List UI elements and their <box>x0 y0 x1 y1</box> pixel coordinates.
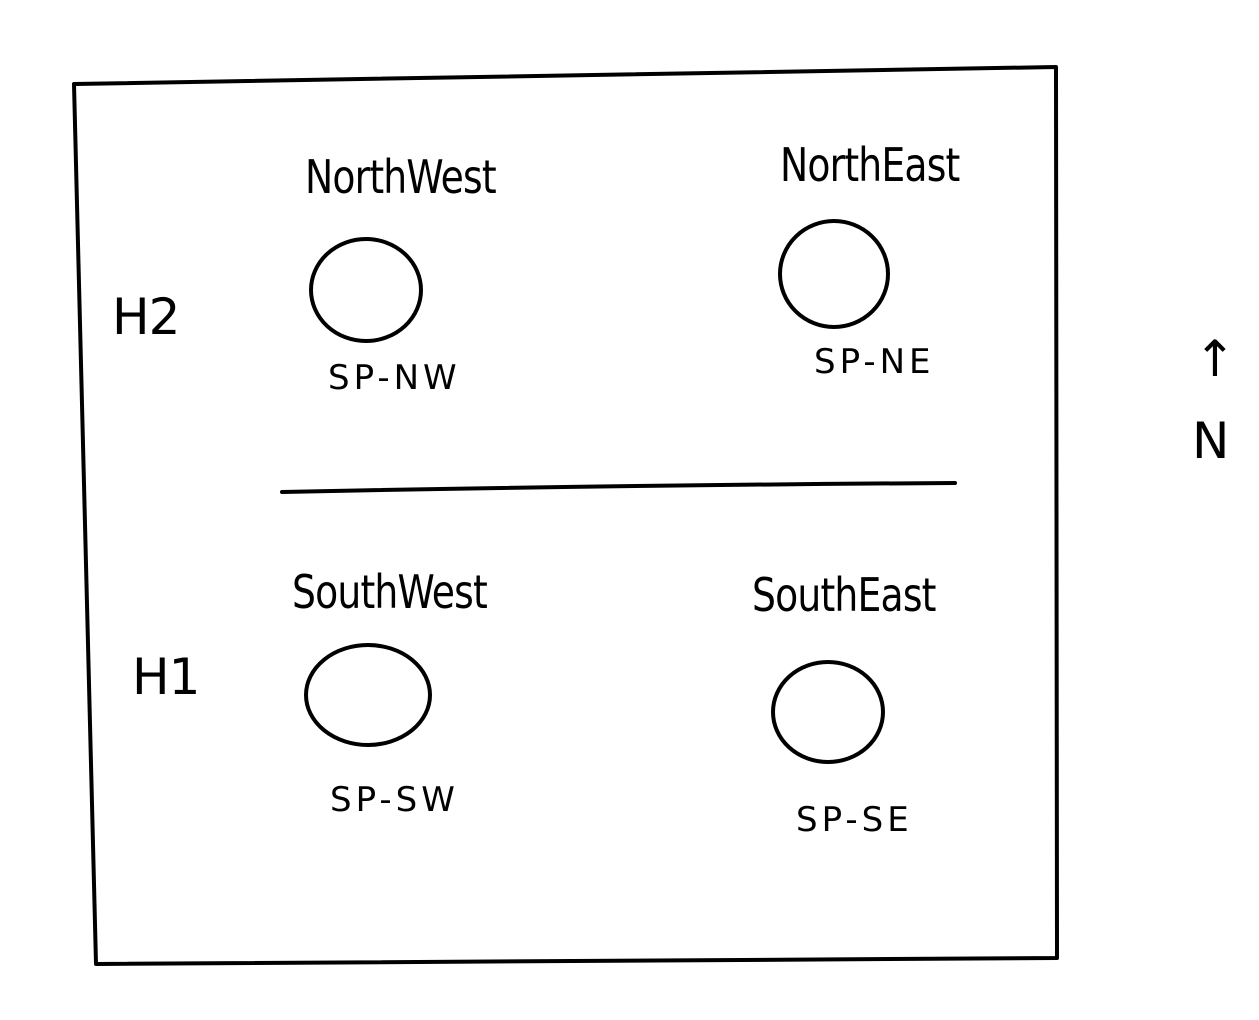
north-arrow-icon: ↑ <box>1194 330 1236 388</box>
half-label-h2: H2 <box>112 288 180 346</box>
sample-point-label-ne: SP-NE <box>814 342 935 382</box>
zone-label-northwest: NorthWest <box>305 150 497 204</box>
site-boundary <box>72 65 1059 966</box>
sample-point-se-circle <box>771 660 885 764</box>
sample-point-label-se: SP-SE <box>796 800 913 840</box>
sample-point-label-nw: SP-NW <box>328 358 461 398</box>
sample-point-ne-circle <box>778 219 890 329</box>
sample-point-label-sw: SP-SW <box>330 780 459 820</box>
half-label-h1: H1 <box>132 648 200 706</box>
zone-label-southeast: SouthEast <box>752 568 936 622</box>
half-divider-line <box>280 481 957 494</box>
zone-label-southwest: SouthWest <box>292 565 488 619</box>
zone-label-northeast: NorthEast <box>780 138 960 192</box>
sample-point-sw-circle <box>304 643 432 747</box>
north-label: N <box>1192 412 1229 470</box>
sample-point-nw-circle <box>309 237 423 343</box>
